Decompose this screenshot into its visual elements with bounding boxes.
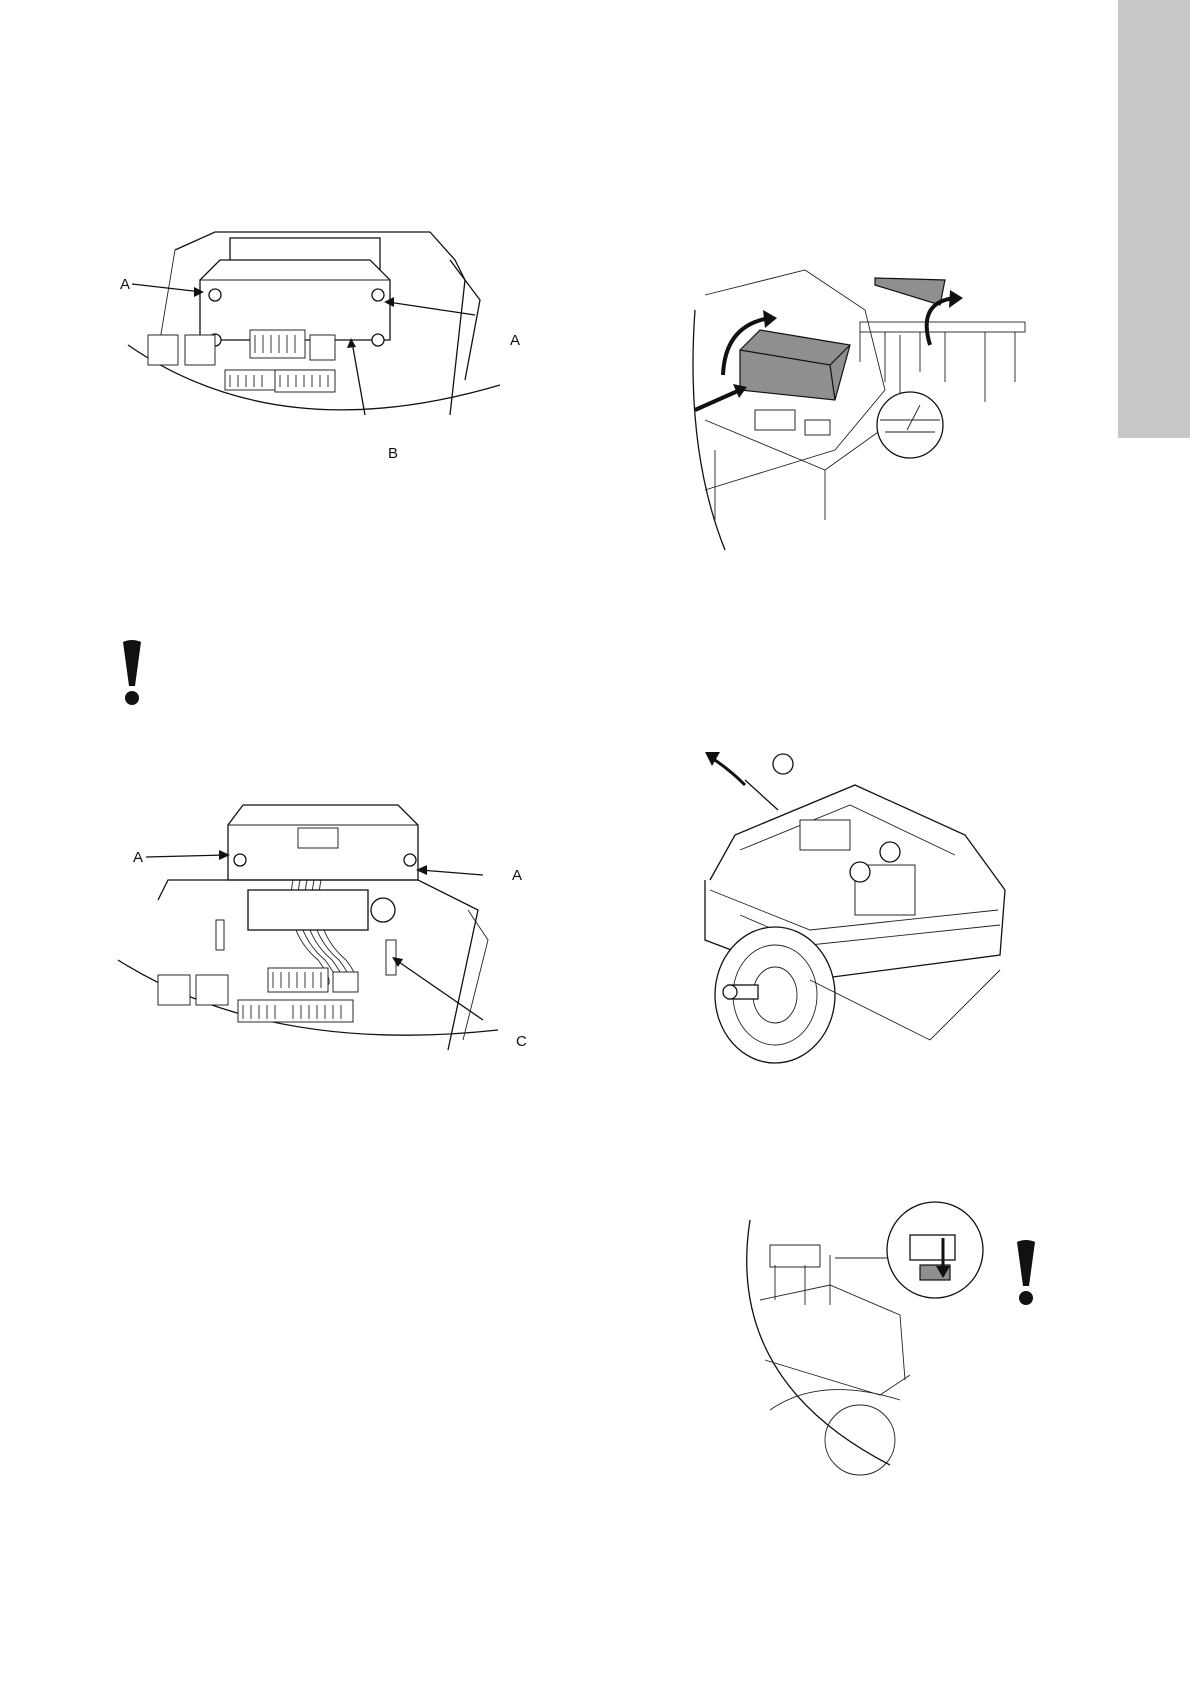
- callout-b: B: [388, 445, 398, 462]
- exclamation-icon: [1012, 1238, 1040, 1313]
- callout-a-left: A: [133, 849, 143, 866]
- figure-cover-removal: [685, 270, 1035, 550]
- callout-a-left: A: [120, 276, 130, 293]
- figure-board-mounting: [730, 1200, 1040, 1470]
- figure-motor-plug-removal: [700, 740, 1020, 1070]
- figure-module-ribbon-callouts-ac: A A C: [118, 800, 538, 1060]
- callout-c: C: [516, 1033, 527, 1050]
- figure-module-callouts-ab: A A B: [120, 220, 540, 470]
- exclamation-icon: [118, 638, 146, 713]
- section-side-tab: [1118, 0, 1190, 438]
- callout-a-right: A: [510, 332, 520, 349]
- callout-a-right: A: [512, 867, 522, 884]
